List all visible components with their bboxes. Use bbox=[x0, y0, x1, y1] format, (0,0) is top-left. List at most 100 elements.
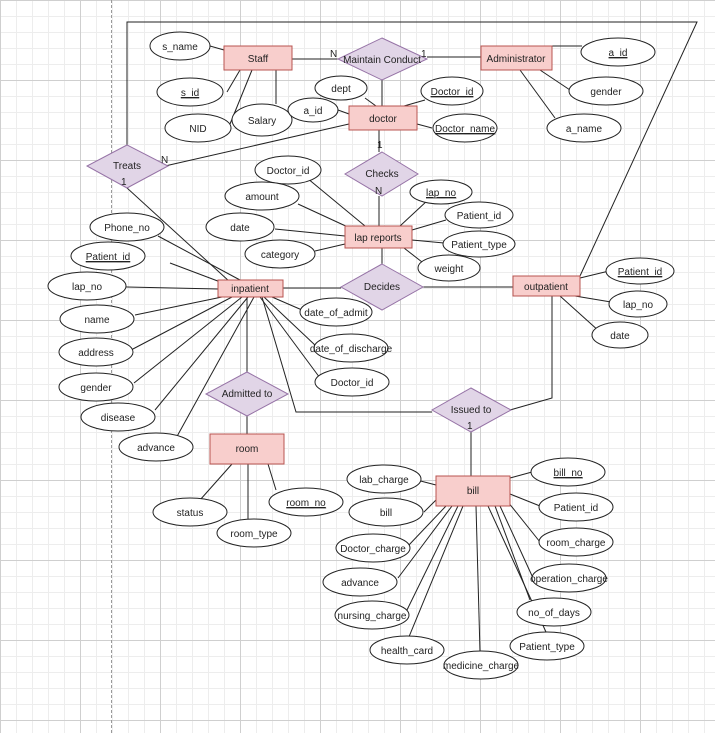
cardinality-issued-bill: 1 bbox=[467, 421, 473, 432]
entity-outpatient[interactable]: outpatient bbox=[512, 275, 581, 297]
attr-doctor-dept[interactable]: dept bbox=[314, 75, 368, 101]
svg-text:lap_no: lap_no bbox=[72, 282, 102, 293]
attr-inpatient-date-of-admit[interactable]: date_of_admit bbox=[299, 297, 373, 327]
cardinality-treats-inpatient: 1 bbox=[121, 177, 127, 188]
cardinality-treats-doctor: N bbox=[161, 155, 168, 166]
svg-text:Doctor_charge: Doctor_charge bbox=[340, 544, 406, 555]
attr-lap-patient-id[interactable]: Patient_id bbox=[444, 201, 514, 229]
relationship-maintain-conduct[interactable]: Maintain Conduct bbox=[336, 37, 429, 81]
relationship-checks[interactable]: Checks bbox=[344, 151, 419, 197]
attr-bill-nursing-charge[interactable]: nursing_charge bbox=[334, 600, 410, 630]
svg-text:nursing_charge: nursing_charge bbox=[338, 611, 407, 622]
entity-room-label: room bbox=[236, 444, 259, 455]
attr-bill-patient-id[interactable]: Patient_id bbox=[538, 492, 614, 522]
attr-staff-s-name[interactable]: s_name bbox=[149, 31, 211, 61]
svg-text:category: category bbox=[261, 250, 299, 261]
relationship-admitted-to[interactable]: Admitted to bbox=[204, 371, 290, 417]
attr-inpatient-gender[interactable]: gender bbox=[58, 372, 134, 402]
attr-bill-no-of-days[interactable]: no_of_days bbox=[516, 597, 592, 627]
attr-room-room-no[interactable]: room_no bbox=[268, 487, 344, 517]
attr-lap-weight[interactable]: weight bbox=[417, 254, 481, 282]
svg-text:Doctor_id: Doctor_id bbox=[267, 166, 310, 177]
attr-inpatient-lap-no[interactable]: lap_no bbox=[47, 271, 127, 301]
entity-inpatient[interactable]: inpatient bbox=[217, 279, 284, 298]
attr-doctor-doctor-id[interactable]: Doctor_id bbox=[420, 76, 484, 106]
attr-bill-doctor-charge[interactable]: Doctor_charge bbox=[335, 533, 411, 563]
attr-outpatient-patient-id[interactable]: Patient_id bbox=[605, 257, 675, 285]
svg-text:Patient_id: Patient_id bbox=[618, 267, 662, 278]
svg-text:name: name bbox=[84, 315, 109, 326]
attr-bill-medicine-charge[interactable]: medicine_charge bbox=[443, 650, 520, 680]
attr-bill-room-charge[interactable]: room_charge bbox=[538, 527, 614, 557]
svg-text:Doctor_id: Doctor_id bbox=[431, 87, 474, 98]
relationship-checks-label: Checks bbox=[365, 169, 398, 180]
attr-room-status[interactable]: status bbox=[152, 497, 228, 527]
svg-text:room_charge: room_charge bbox=[547, 538, 606, 549]
entity-staff[interactable]: Staff bbox=[223, 45, 293, 71]
attr-admin-a-id[interactable]: a_id bbox=[580, 37, 656, 67]
svg-text:lab_charge: lab_charge bbox=[359, 475, 409, 486]
svg-text:lap_no: lap_no bbox=[623, 300, 653, 311]
attr-outpatient-lap-no[interactable]: lap_no bbox=[608, 290, 668, 318]
relationship-treats[interactable]: Treats bbox=[85, 144, 170, 189]
attr-inpatient-name[interactable]: name bbox=[59, 304, 135, 334]
attr-inpatient-date-of-discharge[interactable]: date_of_discharge bbox=[310, 333, 393, 363]
svg-text:amount: amount bbox=[245, 192, 279, 203]
svg-text:advance: advance bbox=[341, 578, 379, 589]
attr-inpatient-phone-no[interactable]: Phone_no bbox=[89, 212, 165, 242]
svg-text:Phone_no: Phone_no bbox=[104, 223, 150, 234]
attr-doctor-doctor-name[interactable]: Doctor_name bbox=[432, 113, 498, 143]
attr-lap-amount[interactable]: amount bbox=[224, 181, 300, 211]
entity-inpatient-label: inpatient bbox=[231, 284, 269, 295]
entity-bill[interactable]: bill bbox=[435, 475, 511, 507]
svg-text:date: date bbox=[230, 223, 250, 234]
svg-text:status: status bbox=[177, 508, 204, 519]
attr-inpatient-doctor-id[interactable]: Doctor_id bbox=[314, 367, 390, 397]
attr-inpatient-disease[interactable]: disease bbox=[80, 402, 156, 432]
attr-room-room-type[interactable]: room_type bbox=[216, 518, 292, 548]
attr-staff-salary[interactable]: Salary bbox=[231, 103, 293, 137]
attr-bill-patient-type[interactable]: Patient_type bbox=[509, 631, 585, 661]
svg-text:weight: weight bbox=[434, 264, 464, 275]
attr-lap-doctor-id[interactable]: Doctor_id bbox=[254, 155, 322, 185]
cardinality-checks-lap: N bbox=[375, 186, 382, 197]
attr-admin-a-name[interactable]: a_name bbox=[546, 113, 622, 143]
attr-lap-category[interactable]: category bbox=[244, 239, 316, 269]
entity-administrator[interactable]: Administrator bbox=[480, 45, 553, 71]
attr-staff-s-id[interactable]: s_id bbox=[156, 77, 224, 107]
relationship-issued-to[interactable]: Issued to bbox=[430, 387, 513, 433]
svg-text:Patient_type: Patient_type bbox=[519, 642, 575, 653]
attr-lap-date[interactable]: date bbox=[205, 212, 275, 242]
attr-admin-gender[interactable]: gender bbox=[568, 76, 644, 106]
attr-bill-advance[interactable]: advance bbox=[322, 567, 398, 597]
entity-bill-label: bill bbox=[467, 486, 479, 497]
attr-outpatient-date[interactable]: date bbox=[591, 321, 649, 349]
svg-text:room_type: room_type bbox=[230, 529, 278, 540]
attr-bill-bill-no[interactable]: bill_no bbox=[530, 457, 606, 487]
attr-inpatient-address[interactable]: address bbox=[58, 337, 134, 367]
attr-staff-nid[interactable]: NID bbox=[164, 113, 232, 143]
entity-administrator-label: Administrator bbox=[487, 54, 547, 65]
attr-bill-health-card[interactable]: health_card bbox=[369, 635, 445, 665]
relationship-decides[interactable]: Decides bbox=[339, 263, 425, 311]
svg-text:room_no: room_no bbox=[286, 498, 326, 509]
attr-bill-operation-charge[interactable]: operation_charge bbox=[530, 563, 608, 593]
attr-bill-bill[interactable]: bill bbox=[348, 497, 424, 527]
attr-inpatient-patient-id[interactable]: Patient_id bbox=[70, 241, 146, 271]
svg-text:Patient_id: Patient_id bbox=[86, 252, 130, 263]
attr-lap-lap-no[interactable]: lap_no bbox=[409, 179, 473, 205]
attr-doctor-a-id[interactable]: a_id bbox=[287, 97, 339, 123]
attr-bill-lab-charge[interactable]: lab_charge bbox=[346, 464, 422, 494]
entity-room[interactable]: room bbox=[209, 433, 285, 465]
entity-lap-reports[interactable]: lap reports bbox=[344, 225, 413, 249]
svg-text:s_name: s_name bbox=[162, 42, 198, 53]
attr-lap-patient-type[interactable]: Patient_type bbox=[442, 230, 516, 258]
relationship-issued-to-label: Issued to bbox=[451, 405, 492, 416]
svg-text:Patient_id: Patient_id bbox=[554, 503, 598, 514]
attr-inpatient-advance[interactable]: advance bbox=[118, 432, 194, 462]
cardinality-labels: N 1 N 1 1 N 1 bbox=[121, 49, 473, 432]
entity-doctor[interactable]: doctor bbox=[348, 105, 418, 131]
svg-text:address: address bbox=[78, 348, 114, 359]
svg-text:Doctor_id: Doctor_id bbox=[331, 378, 374, 389]
